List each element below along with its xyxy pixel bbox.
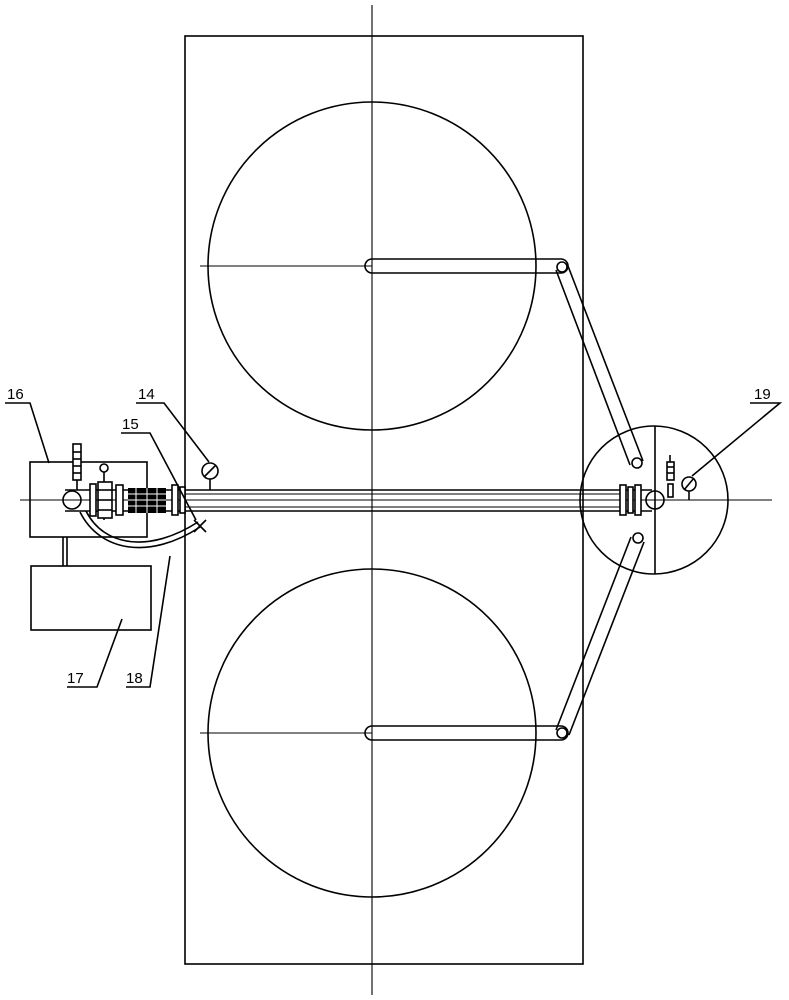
pump-box-body [31, 566, 151, 630]
upper-pivot-joint [557, 262, 567, 272]
pump-box [31, 537, 151, 630]
label-16: 16 [7, 386, 24, 403]
label-15: 15 [122, 416, 139, 433]
label-19: 19 [754, 386, 771, 403]
left-pipe-flanges [172, 485, 185, 515]
lower-circle-assembly [200, 533, 644, 897]
lower-arm [365, 726, 568, 740]
left-pressure-gauge-assembly [202, 463, 218, 490]
label-17: 17 [67, 670, 84, 687]
right-valve-assembly [667, 455, 696, 500]
upper-link-end [632, 458, 642, 468]
filter-block [128, 488, 166, 513]
upper-arm [365, 259, 568, 273]
label-14: 14 [138, 386, 155, 403]
lower-link-end [633, 533, 643, 543]
lower-pivot-joint [557, 728, 567, 738]
upper-link-right [568, 266, 643, 461]
right-pipe-flanges [620, 485, 641, 515]
upper-circle-assembly [200, 102, 643, 468]
label-18: 18 [126, 670, 143, 687]
left-valve-assembly [73, 444, 123, 520]
